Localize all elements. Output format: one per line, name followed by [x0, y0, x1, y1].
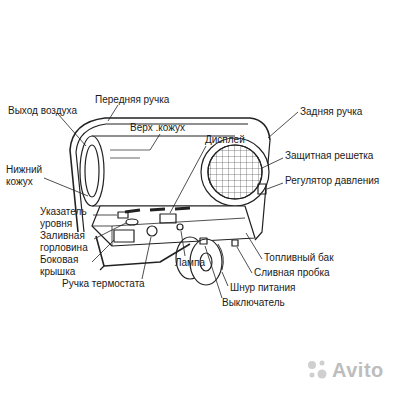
- air-outlet-label: Выход воздуха: [8, 105, 77, 117]
- rear-handle-label: Задняя ручка: [300, 106, 362, 118]
- thermostat-knob-label: Ручка термостата: [62, 278, 145, 290]
- lamp-label: Лампа: [175, 257, 205, 269]
- watermark-logo: [308, 361, 327, 379]
- pressure-regulator-label: Регулятор давления: [285, 175, 379, 187]
- drain-plug-label: Сливная пробка: [254, 267, 330, 279]
- top-cover-label: Верх .кожух: [130, 122, 185, 134]
- fuel-tank-label: Топливный бак: [264, 252, 334, 264]
- watermark: Avito: [332, 359, 384, 382]
- lower-cover-label: Нижний кожух: [6, 164, 48, 187]
- guard-grille-label: Защитная решетка: [285, 150, 373, 162]
- switch-label: Выключатель: [222, 297, 285, 309]
- side-cover-label: Боковая крышка: [40, 254, 90, 277]
- level-gauge-label: Указатель уровня: [40, 206, 96, 229]
- filler-neck-label: Заливная горловина: [40, 230, 100, 253]
- display-label: Дисплей: [205, 134, 245, 146]
- front-handle-label: Передняя ручка: [95, 94, 169, 106]
- power-cord-label: Шнур питания: [230, 282, 295, 294]
